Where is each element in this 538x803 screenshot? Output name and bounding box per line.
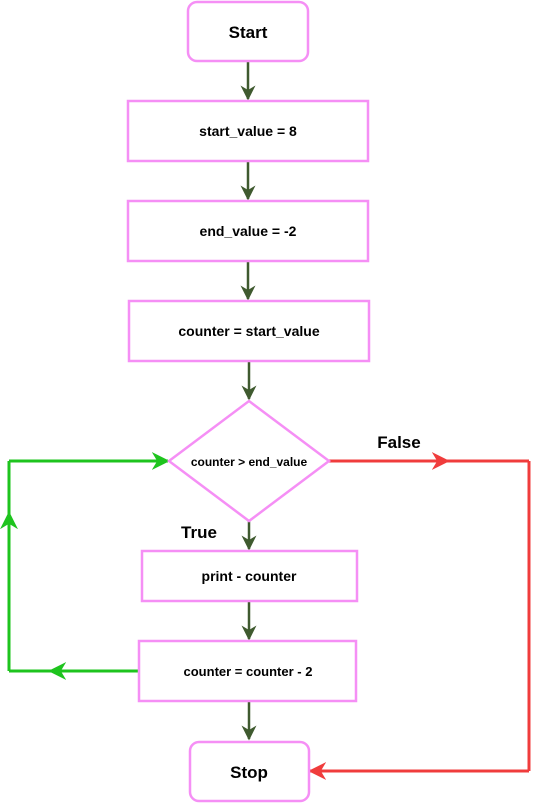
end-value-node (126, 199, 370, 263)
decrement-label: counter = counter - 2 (184, 664, 313, 679)
counter-init-node (127, 299, 371, 363)
start-value-node (126, 99, 370, 163)
start-value-label: start_value = 8 (199, 123, 297, 139)
false-label: False (377, 433, 420, 452)
print-label: print - counter (202, 568, 297, 584)
counter-init-label: counter = start_value (178, 323, 319, 339)
start-node (186, 0, 310, 63)
print-node (140, 549, 359, 603)
stop-node-label: Stop (230, 763, 268, 782)
true-label: True (181, 523, 217, 542)
condition-diamond (166, 399, 332, 523)
end-value-label: end_value = -2 (200, 223, 297, 239)
start-node-label: Start (229, 23, 268, 42)
stop-node (188, 740, 311, 803)
condition-label: counter > end_value (191, 455, 308, 469)
decrement-node (137, 639, 358, 703)
